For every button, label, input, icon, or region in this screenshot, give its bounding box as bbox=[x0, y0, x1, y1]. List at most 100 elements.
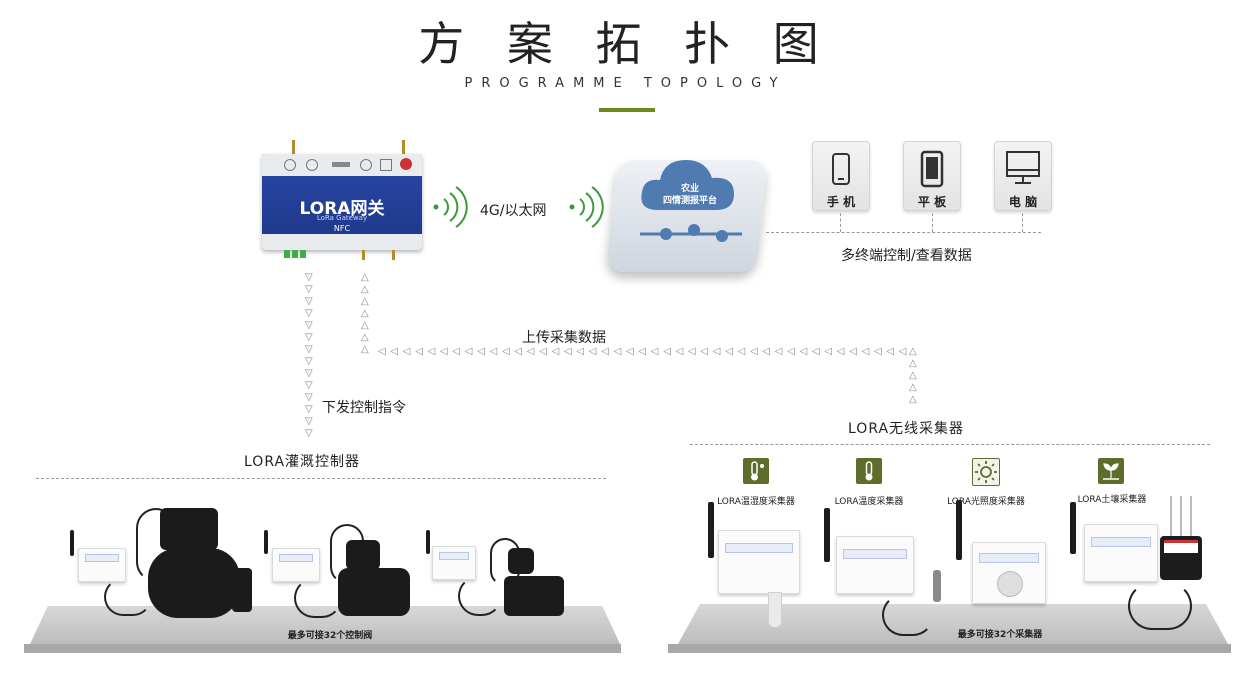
title-underline bbox=[599, 108, 655, 112]
upload-arrow-icon: ◁ bbox=[712, 346, 721, 357]
collectors-title: LORA无线采集器 bbox=[848, 421, 965, 437]
brand-logo-icon bbox=[400, 158, 412, 170]
upload-arrow-icon: ◁ bbox=[898, 346, 907, 357]
irrigation-controller bbox=[272, 548, 320, 582]
upload-arrow-icon: ◁ bbox=[886, 346, 895, 357]
upload-arrow-icon: ◁ bbox=[526, 346, 535, 357]
upload-arrow-icon: ◁ bbox=[849, 346, 857, 357]
tablet-icon bbox=[920, 150, 944, 188]
upload-arrow-icon: △ bbox=[909, 394, 917, 405]
command-arrow-icon: ▽ bbox=[305, 296, 313, 307]
device-label-strip bbox=[979, 553, 1039, 563]
upload-arrow-icon: ◁ bbox=[464, 346, 473, 357]
upload-arrow-icon: ◁ bbox=[415, 346, 423, 357]
upload-arrow-icon: ◁ bbox=[762, 346, 771, 357]
cloud-name-line1: 农业 bbox=[680, 184, 699, 194]
light-collector bbox=[972, 542, 1046, 604]
thermometer-humidity-icon bbox=[751, 461, 764, 481]
collectors-floor-text: 最多可接32个采集器 bbox=[957, 630, 1043, 640]
ethernet-port-icon bbox=[380, 159, 392, 171]
upload-arrow-icon: △ bbox=[361, 344, 369, 355]
collectors-floor-front bbox=[668, 644, 1231, 653]
upload-arrow-icon: ◁ bbox=[452, 346, 461, 357]
sensor-icon-tile bbox=[972, 458, 1000, 486]
light-sensor-dome-icon bbox=[997, 571, 1023, 597]
gateway-port-icon bbox=[306, 159, 318, 171]
device-label-strip bbox=[1091, 537, 1151, 547]
upload-arrow-icon: ◁ bbox=[613, 346, 622, 357]
cable bbox=[104, 578, 152, 616]
sensor-probe-icon bbox=[933, 570, 941, 602]
soil-collector bbox=[1084, 524, 1158, 582]
terminal-phone: 手 机 bbox=[812, 141, 870, 211]
upload-arrow-icon: ◁ bbox=[861, 346, 870, 357]
upload-arrow-icon: ◁ bbox=[774, 346, 783, 357]
command-arrow-icon: ▽ bbox=[305, 380, 313, 391]
upload-arrow-icon: ◁ bbox=[700, 346, 709, 357]
command-arrow-icon: ▽ bbox=[305, 320, 313, 331]
terminal-block-icon bbox=[292, 250, 298, 258]
sun-icon bbox=[975, 461, 997, 483]
monitor-icon bbox=[1006, 151, 1040, 184]
signal-waves-icon bbox=[569, 186, 604, 228]
gateway-subname: LoRa Gateway bbox=[316, 214, 368, 222]
gateway-antenna-icon bbox=[392, 250, 395, 260]
phone-icon bbox=[832, 153, 850, 185]
upload-label: 上传采集数据 bbox=[522, 330, 606, 346]
upload-arrow-icon: △ bbox=[909, 346, 917, 357]
cable bbox=[1128, 582, 1192, 630]
soil-needle-icon bbox=[1180, 496, 1182, 536]
gateway-bottom-panel bbox=[262, 234, 422, 250]
device-label-strip bbox=[279, 554, 313, 562]
thermometer-icon bbox=[865, 461, 873, 481]
terminal-computer: 电 脑 bbox=[994, 141, 1052, 211]
antenna-icon bbox=[824, 508, 830, 562]
signal-waves-icon bbox=[433, 186, 468, 228]
sensor-label: LORA光照度采集器 bbox=[947, 497, 1025, 507]
upload-arrow-icon: ◁ bbox=[836, 346, 845, 357]
terminals-connector bbox=[766, 232, 1041, 233]
terminal-label: 手 机 bbox=[826, 195, 856, 209]
antenna-icon bbox=[70, 530, 74, 556]
upload-arrow-icon: ◁ bbox=[601, 346, 609, 357]
temperature-collector bbox=[836, 536, 914, 594]
upload-arrow-icon: ◁ bbox=[514, 346, 523, 357]
solenoid-valve-icon bbox=[160, 508, 218, 550]
upload-arrow-icon: △ bbox=[361, 296, 369, 307]
command-arrow-icon: ▽ bbox=[305, 284, 313, 295]
gateway-antenna-icon bbox=[362, 250, 365, 260]
gateway-led-icon bbox=[332, 162, 350, 167]
valve-body-icon bbox=[148, 548, 240, 618]
solenoid-valve-icon bbox=[508, 548, 534, 574]
network-label: 4G/以太网 bbox=[480, 203, 547, 219]
terminals-connector bbox=[840, 208, 841, 232]
upload-arrow-icon: ◁ bbox=[824, 346, 833, 357]
cable bbox=[458, 576, 502, 616]
sensor-icon-tile bbox=[743, 458, 769, 484]
sensor-label: LORA土壤采集器 bbox=[1077, 495, 1147, 505]
cloud-name-line2: 四情测报平台 bbox=[662, 196, 717, 206]
upload-arrow-icon: ◁ bbox=[576, 346, 585, 357]
terminal-tablet: 平 板 bbox=[903, 141, 961, 211]
upload-arrow-icon: ◁ bbox=[502, 346, 510, 357]
command-arrow-icon: ▽ bbox=[305, 356, 313, 367]
irrigation-controller bbox=[78, 548, 126, 582]
upload-arrow-icon: ◁ bbox=[688, 346, 696, 357]
valve-flange-icon bbox=[232, 568, 252, 612]
command-arrow-icon: ▽ bbox=[305, 368, 313, 379]
soil-needle-icon bbox=[1170, 496, 1172, 536]
cloud-platform-name: 农业 四情测报平台 bbox=[660, 183, 720, 207]
sensor-icon-tile bbox=[1098, 458, 1124, 484]
cable bbox=[294, 578, 342, 618]
upload-arrow-icon: △ bbox=[361, 308, 369, 319]
command-label: 下发控制指令 bbox=[322, 400, 406, 416]
upload-arrow-icon: ◁ bbox=[564, 346, 572, 357]
antenna-icon bbox=[426, 530, 430, 554]
device-label-strip bbox=[439, 552, 469, 560]
upload-arrow-icon: ◁ bbox=[787, 346, 795, 357]
command-arrow-icon: ▽ bbox=[305, 332, 313, 343]
irrigation-floor-text: 最多可接32个控制阀 bbox=[287, 631, 373, 641]
upload-arrow-icon: △ bbox=[909, 370, 917, 381]
upload-arrow-icon: △ bbox=[361, 320, 369, 331]
upload-arrow-icon: ◁ bbox=[489, 346, 498, 357]
